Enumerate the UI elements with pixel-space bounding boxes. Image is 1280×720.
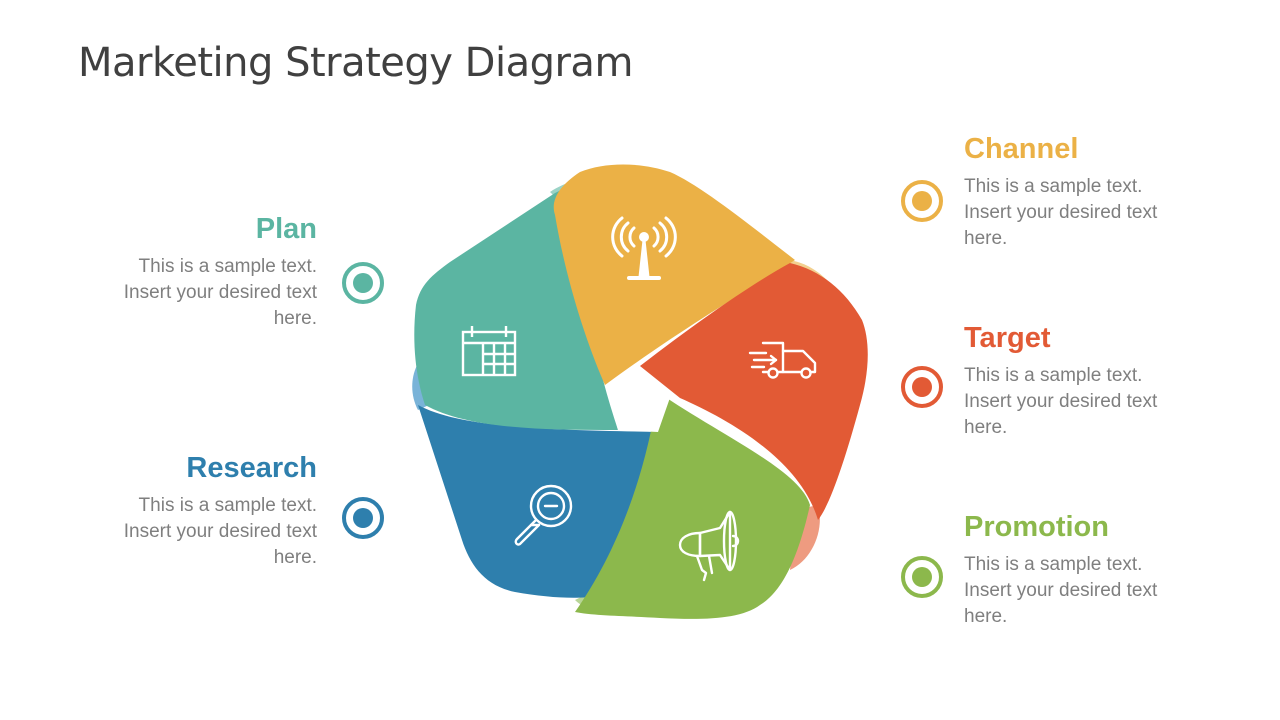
research-text-block: Research This is a sample text. Insert y…: [77, 451, 317, 571]
channel-segment[interactable]: [553, 164, 795, 386]
promotion-text-block: Promotion This is a sample text. Insert …: [964, 510, 1204, 630]
promotion-bullet-icon: [901, 556, 943, 598]
channel-description: This is a sample text. Insert your desir…: [964, 176, 1158, 249]
plan-description: This is a sample text. Insert your desir…: [123, 256, 317, 329]
center-pentagon-hole: [607, 367, 672, 432]
magnifier-icon: [514, 484, 573, 546]
pentagon-ribbon-diagram: [400, 160, 880, 630]
slide-title: Marketing Strategy Diagram: [78, 40, 633, 86]
target-text-block: Target This is a sample text. Insert you…: [964, 321, 1204, 441]
target-segment[interactable]: [640, 263, 868, 520]
plan-text-block: Plan This is a sample text. Insert your …: [77, 212, 317, 332]
research-heading: Research: [186, 452, 317, 484]
megaphone-icon: [678, 510, 740, 582]
channel-text-block: Channel This is a sample text. Insert yo…: [964, 132, 1204, 252]
channel-heading: Channel: [964, 133, 1079, 165]
research-description: This is a sample text. Insert your desir…: [123, 495, 317, 568]
plan-heading: Plan: [255, 213, 317, 245]
channel-bullet-icon: [901, 180, 943, 222]
calendar-icon: [461, 326, 517, 377]
plan-bullet-icon: [342, 262, 384, 304]
radio-tower-icon: [611, 216, 677, 280]
target-bullet-icon: [901, 366, 943, 408]
promotion-segment[interactable]: [575, 392, 810, 619]
target-heading: Target: [964, 322, 1051, 354]
promotion-heading: Promotion: [964, 511, 1109, 543]
promotion-description: This is a sample text. Insert your desir…: [964, 554, 1158, 627]
research-bullet-icon: [342, 497, 384, 539]
delivery-truck-icon: [748, 341, 817, 379]
target-description: This is a sample text. Insert your desir…: [964, 365, 1158, 438]
